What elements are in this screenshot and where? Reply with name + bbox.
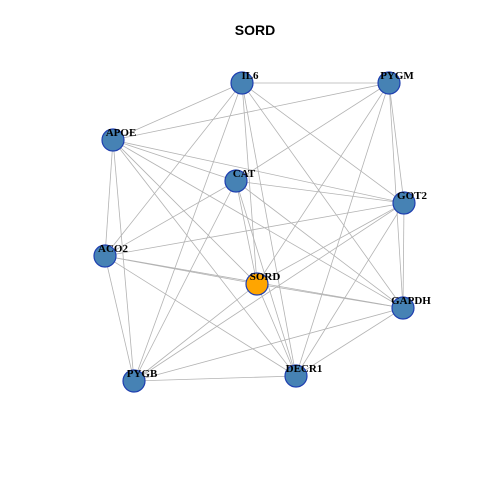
edge-il6-got2 (241, 82, 405, 204)
edge-apoe-sord (112, 139, 258, 285)
node-layer (93, 71, 416, 393)
edge-apoe-cat (112, 139, 237, 182)
edge-cat-pygb (133, 180, 237, 382)
edge-il6-pygb (133, 82, 243, 382)
edge-cat-got2 (235, 180, 405, 204)
node-label-sord: SORD (250, 271, 281, 283)
edge-gapdh-decr1 (295, 307, 404, 377)
edge-cat-aco2 (104, 180, 237, 257)
node-label-cat: CAT (233, 168, 256, 180)
edge-sord-pygb (133, 283, 258, 382)
edge-aco2-decr1 (104, 255, 297, 377)
node-label-decr1: DECR1 (286, 363, 323, 375)
edge-pygb-decr1 (133, 375, 297, 382)
node-label-gapdh: GAPDH (391, 295, 431, 307)
node-il6 (230, 71, 254, 95)
edge-il6-apoe (112, 82, 243, 141)
node-label-apoe: APOE (106, 127, 137, 139)
node-label-il6: IL6 (241, 70, 259, 82)
edge-il6-gapdh (241, 82, 404, 309)
edge-got2-pygb (133, 202, 405, 382)
edge-sord-decr1 (256, 283, 297, 377)
edge-cat-gapdh (235, 180, 404, 309)
edge-apoe-pygb (112, 139, 135, 382)
plot-title: SORD (235, 22, 275, 38)
edge-layer (104, 82, 405, 382)
node-label-aco2: ACO2 (98, 243, 128, 255)
node-pygb (122, 369, 146, 393)
node-pygm (377, 71, 401, 95)
edge-got2-decr1 (295, 202, 405, 377)
edge-il6-decr1 (241, 82, 297, 377)
node-label-pygb: PYGB (127, 368, 158, 380)
edge-cat-sord (235, 180, 258, 285)
node-gapdh (391, 296, 415, 320)
edge-apoe-got2 (112, 139, 405, 204)
edge-pygm-got2 (388, 82, 405, 204)
node-got2 (392, 191, 416, 215)
node-decr1 (284, 364, 308, 388)
node-aco2 (93, 244, 117, 268)
edge-sord-gapdh (256, 283, 404, 309)
edge-pygm-decr1 (295, 82, 390, 377)
node-cat (224, 169, 248, 193)
edge-apoe-decr1 (112, 139, 297, 377)
edge-apoe-aco2 (104, 139, 114, 257)
edge-il6-aco2 (104, 82, 243, 257)
edge-gapdh-pygb (133, 307, 404, 382)
node-apoe (101, 128, 125, 152)
edge-apoe-gapdh (112, 139, 404, 309)
edge-pygm-apoe (112, 82, 390, 141)
node-label-pygm: PYGM (380, 70, 414, 82)
edge-pygm-cat (235, 82, 390, 182)
edge-got2-aco2 (104, 202, 405, 257)
edge-aco2-pygb (104, 255, 135, 382)
node-label-got2: GOT2 (397, 190, 427, 202)
edge-pygm-sord (256, 82, 390, 285)
edge-il6-sord (241, 82, 258, 285)
node-sord (245, 272, 269, 296)
edge-got2-sord (256, 202, 405, 285)
edge-got2-gapdh (402, 202, 405, 309)
